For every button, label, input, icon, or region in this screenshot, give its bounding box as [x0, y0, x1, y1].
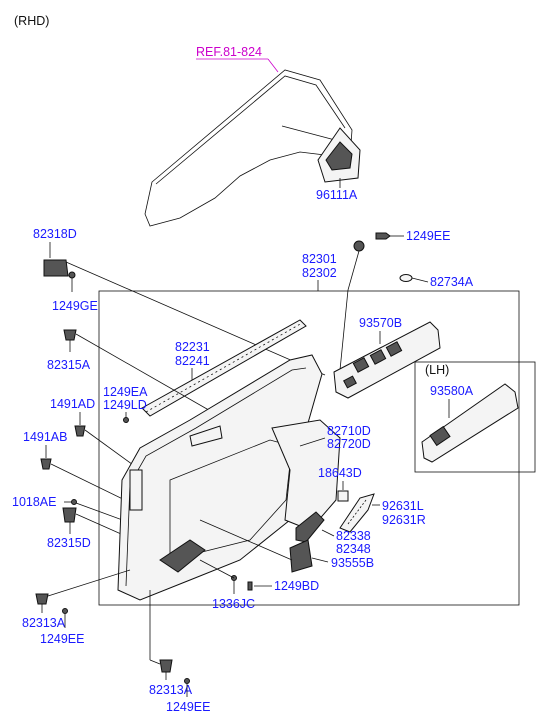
label-82348: 82348 [336, 542, 371, 556]
label-93580A: 93580A [430, 384, 474, 398]
part-1249BD-screw [247, 581, 253, 591]
leader-82313A-left-to-trim [47, 569, 131, 597]
part-18643D-bulb [337, 490, 349, 502]
label-1249GE: 1249GE [52, 299, 98, 313]
switch-93570B-button-4 [343, 375, 357, 389]
label-1491AD: 1491AD [50, 397, 95, 411]
label-1249EE-top: 1249EE [406, 229, 450, 243]
switch-93570B-button-2 [369, 349, 387, 365]
part-93555B-switch [289, 539, 313, 573]
lh-box-label: (LH) [425, 363, 449, 377]
door-trim-panel [117, 354, 323, 601]
label-92631L: 92631L [382, 499, 424, 513]
part-93570B-power-window-switch [333, 321, 441, 399]
label-82301: 82301 [302, 252, 337, 266]
mirror-cover-inner [325, 141, 353, 171]
label-82720D: 82720D [327, 437, 371, 451]
label-1249EA: 1249EA [103, 385, 148, 399]
label-93570B: 93570B [359, 316, 402, 330]
label-82302: 82302 [302, 266, 337, 280]
reference-link[interactable]: REF.81-824 [196, 45, 279, 73]
leader-82313A-bottom-link [149, 659, 161, 665]
label-82338: 82338 [336, 529, 371, 543]
part-82313A-left-clip [35, 593, 49, 605]
reference-text[interactable]: REF.81-824 [196, 45, 262, 59]
switch-93580A-body [421, 383, 519, 463]
leader-82710D [299, 437, 326, 447]
part-1491AB-pin [40, 458, 52, 470]
label-82313A-left: 82313A [22, 616, 66, 630]
label-82318D: 82318D [33, 227, 77, 241]
part-82231-weatherstrip [141, 319, 307, 417]
label-93555B: 93555B [331, 556, 374, 570]
lamp-lens-detail [347, 499, 367, 525]
switch-93570B-button-1 [352, 357, 370, 373]
leader-1018AE-to-trim [75, 502, 129, 523]
part-82315D-clip [62, 507, 77, 523]
assembly-frame [98, 290, 520, 606]
label-82313A-bottom: 82313A [149, 683, 193, 697]
reference-leader [267, 58, 279, 73]
part-82313A-bottom-clip [159, 659, 173, 673]
part-1249EE-bottom-screw [184, 678, 190, 684]
label-1249BD: 1249BD [274, 579, 319, 593]
label-96111A: 96111A [316, 188, 358, 202]
glass-leader [281, 125, 336, 141]
part-1249EA-screw [123, 417, 129, 423]
part-82338-bracket [295, 511, 325, 543]
label-1491AB: 1491AB [23, 430, 67, 444]
leader-1336JC-to-trim [199, 559, 235, 579]
part-82301-grommet [353, 240, 365, 252]
label-1249EE-bottom: 1249EE [166, 700, 210, 714]
trim-panel-outline [117, 354, 323, 601]
leader-82301-grommet [347, 250, 360, 291]
leader-82734A [411, 277, 429, 283]
label-1249LD: 1249LD [103, 398, 147, 412]
part-82710D-insert [271, 419, 341, 531]
leader-82338 [321, 529, 335, 537]
trim-door-handle [189, 425, 223, 447]
label-92631R: 92631R [382, 513, 426, 527]
leader-82301-down [339, 289, 349, 371]
label-82734A: 82734A [430, 275, 474, 289]
part-82734A-clip [399, 274, 413, 282]
part-93580A-power-window-switch [421, 383, 519, 463]
lh-box [414, 361, 536, 473]
label-82231: 82231 [175, 340, 210, 354]
part-82318D-clip [43, 259, 69, 277]
label-1336JC: 1336JC [212, 597, 255, 611]
trim-speaker-grille [159, 539, 206, 573]
leader-82318D-to-trim [65, 261, 326, 376]
trim-reflector [129, 469, 143, 511]
part-1491AD-pin [74, 425, 86, 437]
label-18643D: 18643D [318, 466, 362, 480]
trim-panel-inner-edge [125, 367, 307, 587]
door-glass-inner-edge [155, 75, 346, 185]
switch-93570B-button-3 [385, 341, 403, 357]
part-82315A-clip [63, 329, 77, 341]
label-1018AE: 1018AE [12, 495, 56, 509]
switch-93580A-button [429, 425, 451, 447]
part-1249EE-left-screw [62, 608, 68, 614]
part-1018AE-nut [71, 499, 77, 505]
part-1249GE-screw [68, 271, 76, 279]
label-82241: 82241 [175, 354, 210, 368]
leader-93555B-to-trim [199, 519, 293, 561]
door-glass [144, 69, 353, 227]
label-82315A: 82315A [47, 358, 91, 372]
label-1249EE-left: 1249EE [40, 632, 84, 646]
part-92631L-lamp-lens [339, 493, 375, 533]
part-96111A: 96111A [316, 127, 361, 202]
variant-label: (RHD) [14, 14, 49, 28]
label-82710D: 82710D [327, 424, 371, 438]
label-82315D: 82315D [47, 536, 91, 550]
leader-93555B [311, 557, 329, 563]
switch-93570B-body [333, 321, 441, 399]
part-1249EE-top-screw [375, 232, 391, 240]
